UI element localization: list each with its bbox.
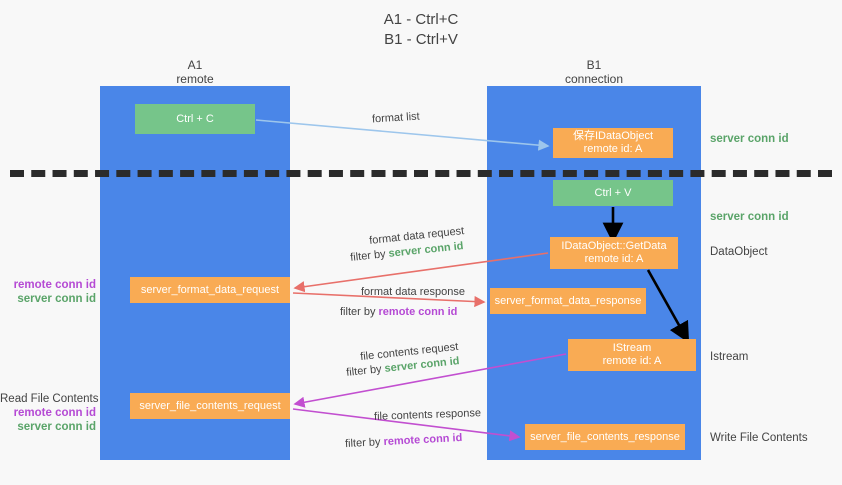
edge-label-format-data-response-text: format data response [361, 286, 465, 298]
phase-divider [10, 170, 832, 177]
filter-prefix: filter by [345, 362, 386, 379]
box-server-file-contents-response[interactable]: server_file_contents_response [525, 424, 685, 450]
lane-a1-subtitle: remote [176, 72, 214, 86]
title-line-1: A1 - Ctrl+C [383, 11, 459, 28]
box-server-format-data-request-label: server_format_data_request [140, 283, 280, 296]
box-idataobject-getdata-sublabel: remote id: A [584, 253, 644, 265]
lane-b1-name: B1 [586, 58, 602, 72]
box-server-file-contents-request-label: server_file_contents_request [139, 399, 281, 412]
edge-label-format-list: format list [372, 110, 420, 127]
left-label-format-conn-ids: remote conn id server conn id [0, 278, 96, 306]
filter-value-remote-conn-id: remote conn id [378, 306, 458, 318]
lane-b1-subtitle: connection [564, 72, 624, 86]
lane-a1-name: A1 [187, 58, 203, 72]
lane-header-b1: B1 connection [487, 58, 701, 86]
filter-prefix: filter by [344, 436, 384, 451]
side-label-write-file-contents: Write File Contents [710, 432, 808, 444]
box-server-format-data-request[interactable]: server_format_data_request [130, 277, 290, 303]
box-server-file-contents-response-label: server_file_contents_response [530, 430, 680, 443]
box-istream[interactable]: IStream remote id: A [568, 339, 696, 371]
box-ctrl-v-label: Ctrl + V [594, 186, 632, 199]
box-idataobject-getdata[interactable]: IDataObject::GetData remote id: A [550, 237, 678, 269]
edge-label-file-contents-response-text: file contents response [373, 407, 482, 423]
box-ctrl-c-label: Ctrl + C [176, 112, 214, 125]
edge-label-file-contents-response-filter: filter by remote conn id [345, 431, 463, 451]
left-label-file-conn-ids: Read File Contents remote conn id server… [0, 392, 99, 434]
box-istream-label: IStream [612, 342, 652, 354]
left-label-file-server-conn-id: server conn id [17, 421, 96, 433]
edge-label-format-data-response: format data response [361, 285, 465, 299]
left-label-format-remote-conn-id: remote conn id [13, 279, 96, 291]
filter-prefix: filter by [349, 247, 390, 264]
edge-label-file-contents-response: file contents response [374, 406, 481, 424]
box-save-idataobject-label: 保存IDataObject [572, 130, 654, 142]
filter-value-remote-conn-id: remote conn id [383, 431, 463, 449]
box-server-file-contents-request[interactable]: server_file_contents_request [130, 393, 290, 419]
box-idataobject-getdata-label: IDataObject::GetData [561, 240, 667, 252]
side-label-server-conn-id-mid: server conn id [710, 211, 789, 223]
filter-prefix: filter by [340, 306, 379, 318]
side-label-server-conn-id-top: server conn id [710, 133, 789, 145]
box-server-format-data-response-label: server_format_data_response [494, 294, 642, 307]
edge-label-format-list-text: format list [371, 110, 421, 126]
lane-header-a1: A1 remote [100, 58, 290, 86]
title-line-2: B1 - Ctrl+V [384, 31, 458, 48]
edge-label-format-data-response-filter: filter by remote conn id [340, 305, 457, 319]
box-server-format-data-response[interactable]: server_format_data_response [490, 288, 646, 314]
box-ctrl-c[interactable]: Ctrl + C [135, 104, 255, 134]
left-label-file-remote-conn-id: remote conn id [13, 407, 96, 419]
left-label-format-server-conn-id: server conn id [17, 293, 96, 305]
side-label-istream: Istream [710, 351, 749, 363]
box-save-idataobject-sublabel: remote id: A [583, 143, 643, 155]
box-ctrl-v[interactable]: Ctrl + V [553, 180, 673, 206]
left-label-read-file-contents: Read File Contents [0, 393, 99, 405]
page-title: A1 - Ctrl+C B1 - Ctrl+V [0, 10, 842, 50]
box-save-idataobject[interactable]: 保存IDataObject remote id: A [553, 128, 673, 158]
side-label-dataobject: DataObject [710, 246, 768, 258]
box-istream-sublabel: remote id: A [602, 355, 662, 367]
